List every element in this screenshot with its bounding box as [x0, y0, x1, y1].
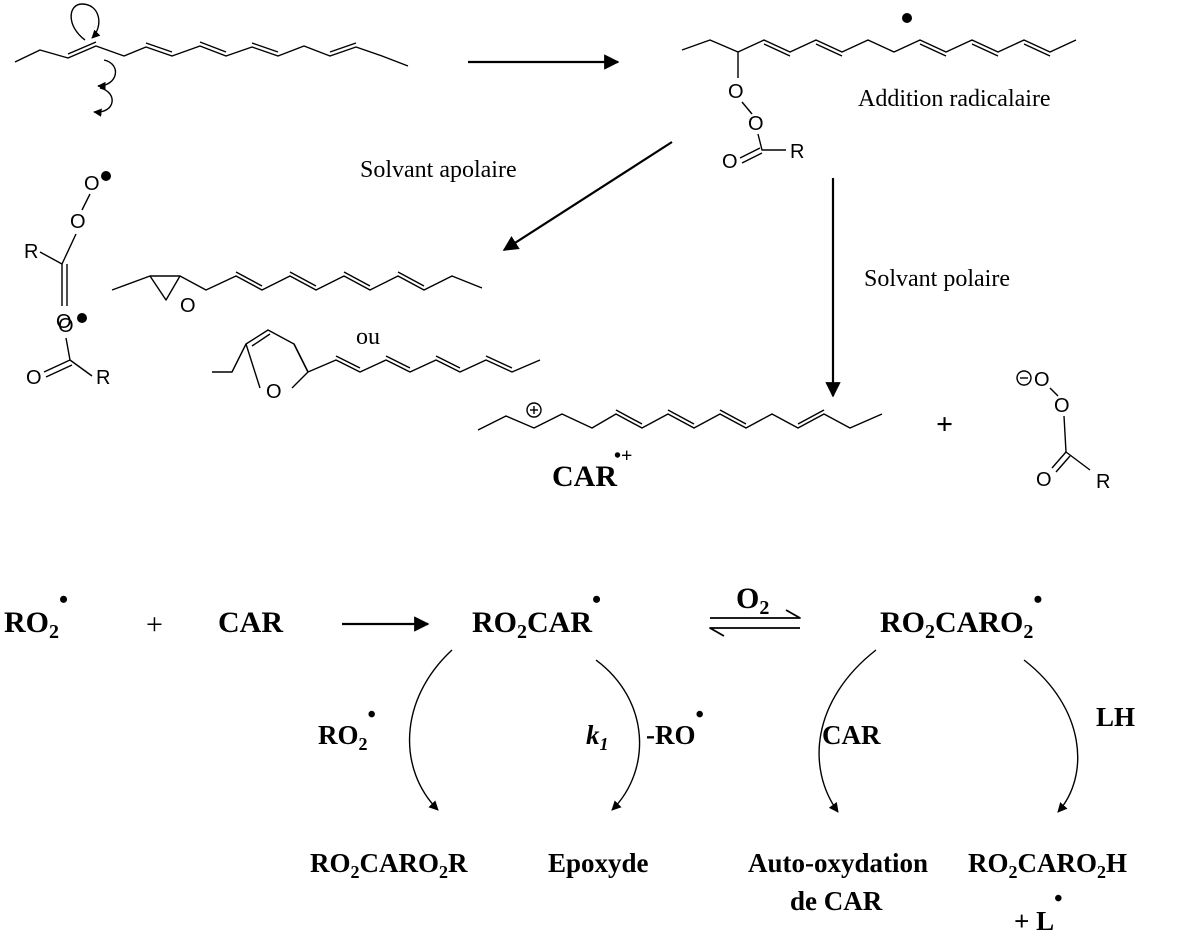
dihydrofuran-product: O — [212, 329, 541, 403]
atom-o: O — [1036, 469, 1052, 491]
loss-ro-radical: -RO• — [646, 702, 704, 750]
rate-constant-k1: k1 — [586, 720, 609, 754]
product-autoxidation-line1: Auto-oxydation — [748, 848, 928, 878]
apolar-branch-arrow — [502, 141, 673, 251]
peroxy-radical-reactant: O O R O — [24, 171, 111, 333]
equilibrium-arrows — [709, 609, 801, 637]
radical-dot — [101, 171, 111, 181]
polar-solvent-label: Solvant polaire — [864, 266, 1010, 292]
curved-arrow-autoxidation — [818, 649, 877, 813]
atom-o: O — [728, 81, 744, 103]
radical-dot — [77, 313, 87, 323]
ro2caro2-radical: RO2CARO2• — [880, 585, 1042, 643]
atom-o: O — [26, 367, 42, 389]
product-l-radical: + L• — [1014, 886, 1063, 936]
atom-r: R — [1096, 471, 1110, 493]
radical-adduct: O O O R — [681, 13, 1077, 173]
plus-sign: + — [146, 608, 163, 641]
acyloxy-radical: O O R — [26, 313, 110, 389]
carotenoid-reactant — [14, 41, 409, 67]
product-ro2caro2r: RO2CARO2R — [310, 848, 468, 882]
curved-arrow-epoxide — [595, 659, 641, 811]
curved-arrow-lh — [1023, 659, 1079, 813]
positive-charge — [526, 402, 542, 418]
atom-o: O — [266, 381, 282, 403]
atom-o: O — [1054, 395, 1070, 417]
carotenoid-cation — [477, 402, 883, 431]
ro2car-radical: RO2CAR• — [472, 585, 601, 643]
reagent-car: CAR — [822, 720, 881, 750]
curved-arrow-ro2-addition — [408, 649, 453, 811]
atom-o: O — [70, 211, 86, 233]
atom-o: O — [56, 311, 72, 333]
o2-label: O2 — [736, 582, 769, 619]
or-label: ou — [356, 324, 380, 350]
epoxide-product: O — [111, 271, 483, 317]
atom-o: O — [748, 113, 764, 135]
electron-push-arrows — [70, 3, 116, 117]
peroxy-anion: O O O R — [1016, 369, 1110, 493]
negative-charge — [1016, 370, 1032, 386]
atom-r: R — [24, 241, 38, 263]
plus-sign: + — [936, 408, 953, 441]
atom-o: O — [722, 151, 738, 173]
radical-dot — [902, 13, 912, 23]
addition-label: Addition radicalaire — [858, 86, 1051, 112]
product-epoxyde: Epoxyde — [548, 848, 649, 878]
ro2-reactant: RO2• — [4, 585, 68, 643]
atom-o: O — [58, 315, 74, 337]
atom-r: R — [790, 141, 804, 163]
atom-o: O — [84, 173, 100, 195]
atom-o: O — [180, 295, 196, 317]
car-cation-label: CAR — [552, 460, 617, 493]
apolar-solvent-label: Solvant apolaire — [360, 157, 517, 183]
product-autoxidation-line2: de CAR — [790, 886, 883, 916]
atom-r: R — [96, 367, 110, 389]
product-ro2caro2h: RO2CARO2H — [968, 848, 1127, 882]
car-cation-charge: •+ — [614, 445, 632, 467]
reagent-ro2: RO2• — [318, 702, 376, 754]
reagent-lh: LH — [1096, 702, 1135, 732]
atom-o: O — [1034, 369, 1050, 391]
car-reactant: CAR — [218, 606, 283, 639]
